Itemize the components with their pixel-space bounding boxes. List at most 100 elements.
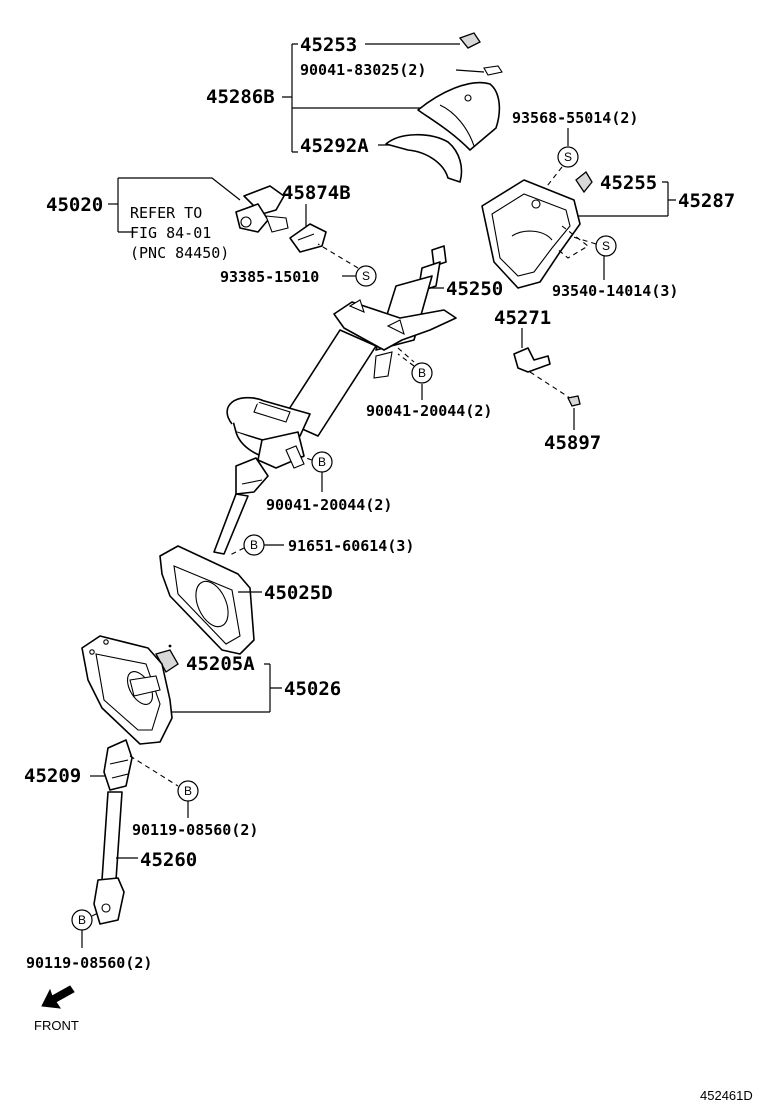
- label-45271: 45271: [494, 307, 551, 329]
- part-45250-lower-tab: [373, 351, 393, 379]
- label-90119-08560-b: 90119-08560(2): [26, 954, 152, 972]
- b-symbol-91651-text: B: [250, 538, 258, 552]
- label-45874B: 45874B: [282, 182, 351, 204]
- label-93568-55014: 93568-55014(2): [512, 109, 638, 127]
- b-symbol-90119-a-text: B: [184, 784, 192, 798]
- label-93540-14014: 93540-14014(3): [552, 282, 678, 300]
- dash-90119-b: [91, 911, 101, 917]
- b-symbol-90041-a: [411, 362, 433, 384]
- label-90041-20044-b: 90041-20044(2): [266, 496, 392, 514]
- part-45020-tab: [265, 215, 289, 233]
- front-indicator: FRONT: [34, 985, 79, 1033]
- label-45260: 45260: [140, 849, 197, 871]
- group-45287: 45255 45287 93540-14014(3) S: [481, 171, 735, 300]
- part-90041-83025-clip: [483, 65, 503, 76]
- part-45250-mount-tab-right: [386, 319, 405, 336]
- part-45292A-lower-cover: [385, 133, 463, 183]
- bracket-45286B: [282, 43, 298, 153]
- label-45020: 45020: [46, 194, 103, 216]
- front-arrow-icon: [41, 985, 75, 1009]
- label-45253: 45253: [300, 34, 357, 56]
- label-45287: 45287: [678, 190, 735, 212]
- s-symbol-93540-text: S: [602, 239, 610, 253]
- part-45250-ujoint: [235, 457, 269, 495]
- b-symbol-90119-b-text: B: [78, 913, 86, 927]
- part-45250-hidden-line: [397, 347, 415, 363]
- label-45255: 45255: [600, 172, 657, 194]
- label-90041-83025: 90041-83025(2): [300, 61, 426, 79]
- diagram-code: 452461D: [700, 1088, 753, 1103]
- label-45026: 45026: [284, 678, 341, 700]
- label-fig-84-01: FIG 84-01: [130, 224, 211, 242]
- label-45205A: 45205A: [186, 653, 255, 675]
- label-91651-60614: 91651-60614(3): [288, 537, 414, 555]
- part-45260-shaft: [101, 791, 123, 881]
- part-upper-cover-hole: [464, 94, 472, 102]
- label-45250: 45250: [446, 278, 503, 300]
- part-45874B-slot: [297, 233, 315, 241]
- part-upper-column-cover: [417, 81, 501, 151]
- dash-90119-a: [129, 755, 179, 787]
- part-45250-tilt-lever: [226, 396, 263, 425]
- label-45025D: 45025D: [264, 582, 333, 604]
- label-90041-20044-a: 90041-20044(2): [366, 402, 492, 420]
- part-45250-ujoint-yoke: [241, 479, 263, 485]
- label-refer-to: REFER TO: [130, 204, 202, 222]
- s-symbol-93568: [557, 146, 579, 168]
- part-45897: [567, 395, 581, 407]
- dash-91651: [227, 547, 245, 557]
- dash-93385: [317, 243, 359, 269]
- part-45271: [513, 347, 551, 373]
- part-upper-cover-edge: [439, 104, 475, 147]
- part-45250-column-tube: [281, 329, 377, 437]
- part-45287-hidden-edge: [555, 225, 589, 259]
- label-45897: 45897: [544, 432, 601, 454]
- part-45253-cap: [458, 32, 481, 49]
- bracket-45026: [166, 663, 282, 713]
- label-45286B: 45286B: [206, 86, 275, 108]
- bracket-45287: [578, 181, 676, 217]
- b-symbol-90041-b-text: B: [318, 455, 326, 469]
- part-45287-hole: [531, 199, 541, 209]
- group-45250: 45250 B 90041-20044(2): [213, 245, 503, 555]
- part-45250-tilt-pad: [253, 401, 291, 423]
- s-symbol-93385: [355, 265, 377, 287]
- label-front: FRONT: [34, 1018, 79, 1033]
- group-lower-shaft: 45209 B 90119-08560(2) 45260 B 90119-085…: [24, 739, 258, 972]
- part-45250-mount-tab-left: [348, 299, 365, 313]
- part-45026-bolt-hole-1: [89, 649, 95, 655]
- part-45287-bracket-rib: [511, 230, 553, 241]
- leader-90041-83025: [455, 69, 485, 73]
- dash-90041-a: [397, 353, 415, 367]
- group-45020: 45020 REFER TO FIG 84-01 (PNC 84450) 458…: [46, 177, 377, 287]
- part-45250-side-tab: [285, 445, 305, 469]
- label-pnc-84450: (PNC 84450): [130, 244, 229, 262]
- b-symbol-90041-a-text: B: [418, 366, 426, 380]
- dash-45271: [529, 371, 571, 399]
- part-45205A-dot: [168, 644, 172, 648]
- part-45209-ujoint: [103, 739, 133, 791]
- part-45255: [575, 171, 593, 194]
- part-45260-joint-hole: [101, 903, 111, 913]
- label-90119-08560-a: 90119-08560(2): [132, 821, 258, 839]
- part-45250-intermediate-shaft: [213, 493, 249, 555]
- s-symbol-93540: [595, 235, 617, 257]
- part-45260-lower-joint: [93, 877, 125, 925]
- group-45271-45897: 45271 45897: [494, 307, 601, 454]
- part-45209-yoke-lines: [109, 759, 129, 779]
- group-45286B: 45253 90041-83025(2) 45286B 45292A: [206, 32, 503, 183]
- label-93385-15010: 93385-15010: [220, 268, 319, 286]
- part-45026-collar: [129, 675, 161, 697]
- group-45025D: B 91651-60614(3) 45025D: [159, 534, 414, 655]
- part-45025D-opening: [195, 580, 229, 628]
- label-45292A: 45292A: [300, 135, 369, 157]
- part-45874B-bracket: [289, 223, 327, 253]
- group-45026: 45205A 45026: [81, 635, 341, 745]
- part-45250-shaft-top: [431, 245, 447, 267]
- part-45026-plate-inner: [95, 653, 161, 731]
- part-45020-keyhole: [240, 216, 252, 228]
- dash-90041-b: [299, 455, 313, 461]
- s-symbol-93568-text: S: [564, 150, 572, 164]
- label-45209: 45209: [24, 765, 81, 787]
